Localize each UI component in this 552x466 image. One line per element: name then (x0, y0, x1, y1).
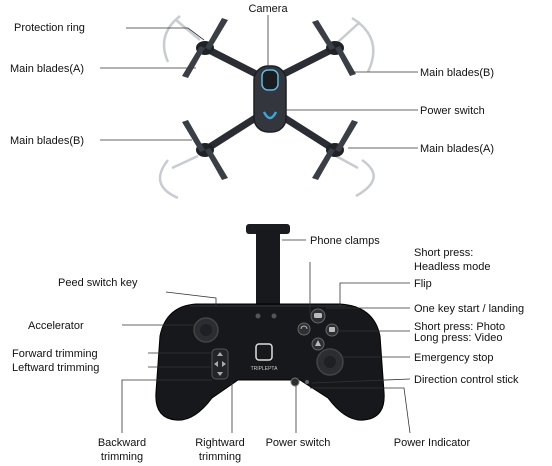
label-direction-control-stick: Direction control stick (414, 374, 519, 386)
blade-bottom-left-2 (205, 148, 228, 180)
power-indicator-led (305, 380, 309, 384)
label-main-blades-b-bottom: Main blades(B) (10, 135, 84, 147)
label-peed-switch-key: Peed switch key (58, 277, 138, 289)
label-main-blades-a-top: Main blades(A) (10, 63, 84, 75)
blade-bottom-left-1 (182, 120, 205, 152)
controller-illustration: TRIPLEPTA (155, 224, 385, 421)
blade-bottom-right-1 (312, 148, 335, 180)
label-power-switch-drone: Power switch (420, 105, 485, 117)
drone-camera-lens (261, 69, 279, 91)
protection-ring-left-top (162, 15, 201, 63)
label-phone-clamps: Phone clamps (310, 235, 380, 247)
label-short-press-1: Short press: (414, 247, 473, 259)
protection-ring-left-bottom (158, 154, 199, 200)
blade-top-right-1 (312, 20, 335, 50)
label-power-switch-controller: Power switch (266, 437, 331, 449)
power-icon (290, 377, 300, 387)
label-long-press-video: Long press: Video (414, 332, 502, 344)
labels: Camera Protection ring Main blades(A) Ma… (10, 3, 524, 463)
label-short-press-2: Headless mode (414, 261, 490, 273)
controller-body (155, 303, 385, 421)
label-rightward-2: trimming (199, 451, 241, 463)
brand-text: TRIPLEPTA (251, 366, 279, 372)
flip-button (297, 322, 311, 336)
label-forward-trimming: Forward trimming (12, 348, 98, 360)
blade-top-left-2 (182, 46, 205, 78)
label-one-key: One key start / landing (414, 303, 524, 315)
label-short-press-photo: Short press: Photo (414, 321, 505, 333)
gamepad-icon (314, 313, 322, 318)
protection-ring-right-top (337, 16, 375, 73)
label-camera: Camera (248, 3, 288, 15)
label-main-blades-b-top: Main blades(B) (420, 67, 494, 79)
label-rightward-1: Rightward (195, 437, 245, 449)
protection-ring-right-bottom (335, 154, 375, 198)
label-flip: Flip (414, 278, 432, 290)
label-main-blades-a-bottom: Main blades(A) (420, 143, 494, 155)
label-protection-ring: Protection ring (14, 22, 85, 34)
drone-illustration (158, 15, 375, 200)
takeoff-icon (315, 340, 321, 346)
leader-lines (100, 15, 418, 434)
blade-top-left-1 (205, 18, 228, 50)
drone-light-strip (262, 111, 278, 120)
camera-icon (329, 327, 335, 332)
label-emergency-stop: Emergency stop (414, 352, 493, 364)
label-backward-1: Backward (98, 437, 146, 449)
brand-logo (255, 343, 273, 361)
phone-clamp-stem (256, 230, 280, 304)
trimming-pad (211, 348, 229, 380)
blade-bottom-right-2 (335, 120, 358, 152)
label-accelerator: Accelerator (28, 320, 84, 332)
flip-icon (300, 325, 308, 330)
label-backward-2: trimming (101, 451, 143, 463)
blade-top-right-2 (335, 46, 356, 76)
label-power-indicator: Power Indicator (394, 437, 471, 449)
label-leftward-trimming: Leftward trimming (12, 362, 99, 374)
